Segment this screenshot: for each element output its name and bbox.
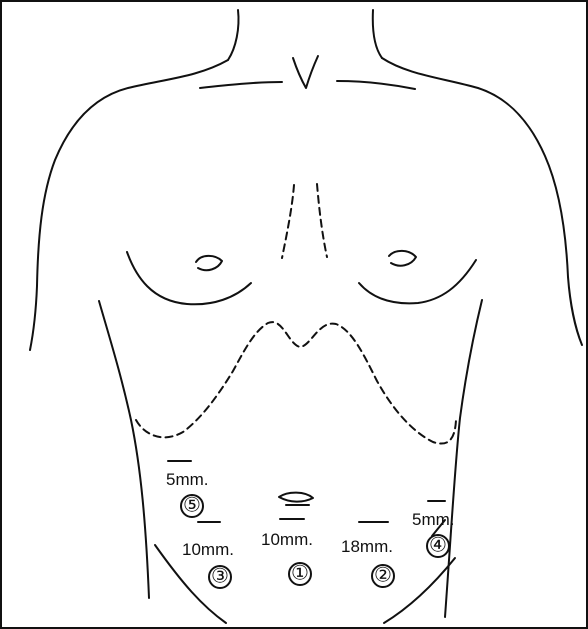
sternum-right-line <box>317 184 327 257</box>
right-nipple <box>389 251 416 266</box>
port-5-size: 5mm. <box>166 470 209 489</box>
port-3-size: 10mm. <box>182 540 234 559</box>
port-5-number: ⑤ <box>183 494 201 516</box>
rib-margin-dashed-line <box>136 322 456 443</box>
neck-right-outline <box>373 10 382 58</box>
sternal-notch <box>293 56 318 88</box>
port-4-size: 5mm. <box>412 510 455 529</box>
port-1-number: ① <box>291 562 309 584</box>
port-2-size: 18mm. <box>341 537 393 556</box>
right-clavicle <box>337 81 415 89</box>
lower-left-flank <box>99 301 149 598</box>
neck-left-outline <box>228 10 239 60</box>
left-clavicle <box>200 82 282 88</box>
port-2-number: ② <box>374 564 392 586</box>
lower-right-flank <box>445 300 482 617</box>
port-1-size: 10mm. <box>261 530 313 549</box>
left-pectoral-contour <box>127 252 251 304</box>
sternum-left-line <box>282 185 294 258</box>
torso-left-outline <box>30 60 228 350</box>
umbilicus <box>279 493 313 502</box>
port-3-number: ③ <box>211 565 229 587</box>
left-nipple <box>196 256 222 270</box>
port-4-number: ④ <box>429 534 447 556</box>
right-pectoral-contour <box>359 260 476 303</box>
